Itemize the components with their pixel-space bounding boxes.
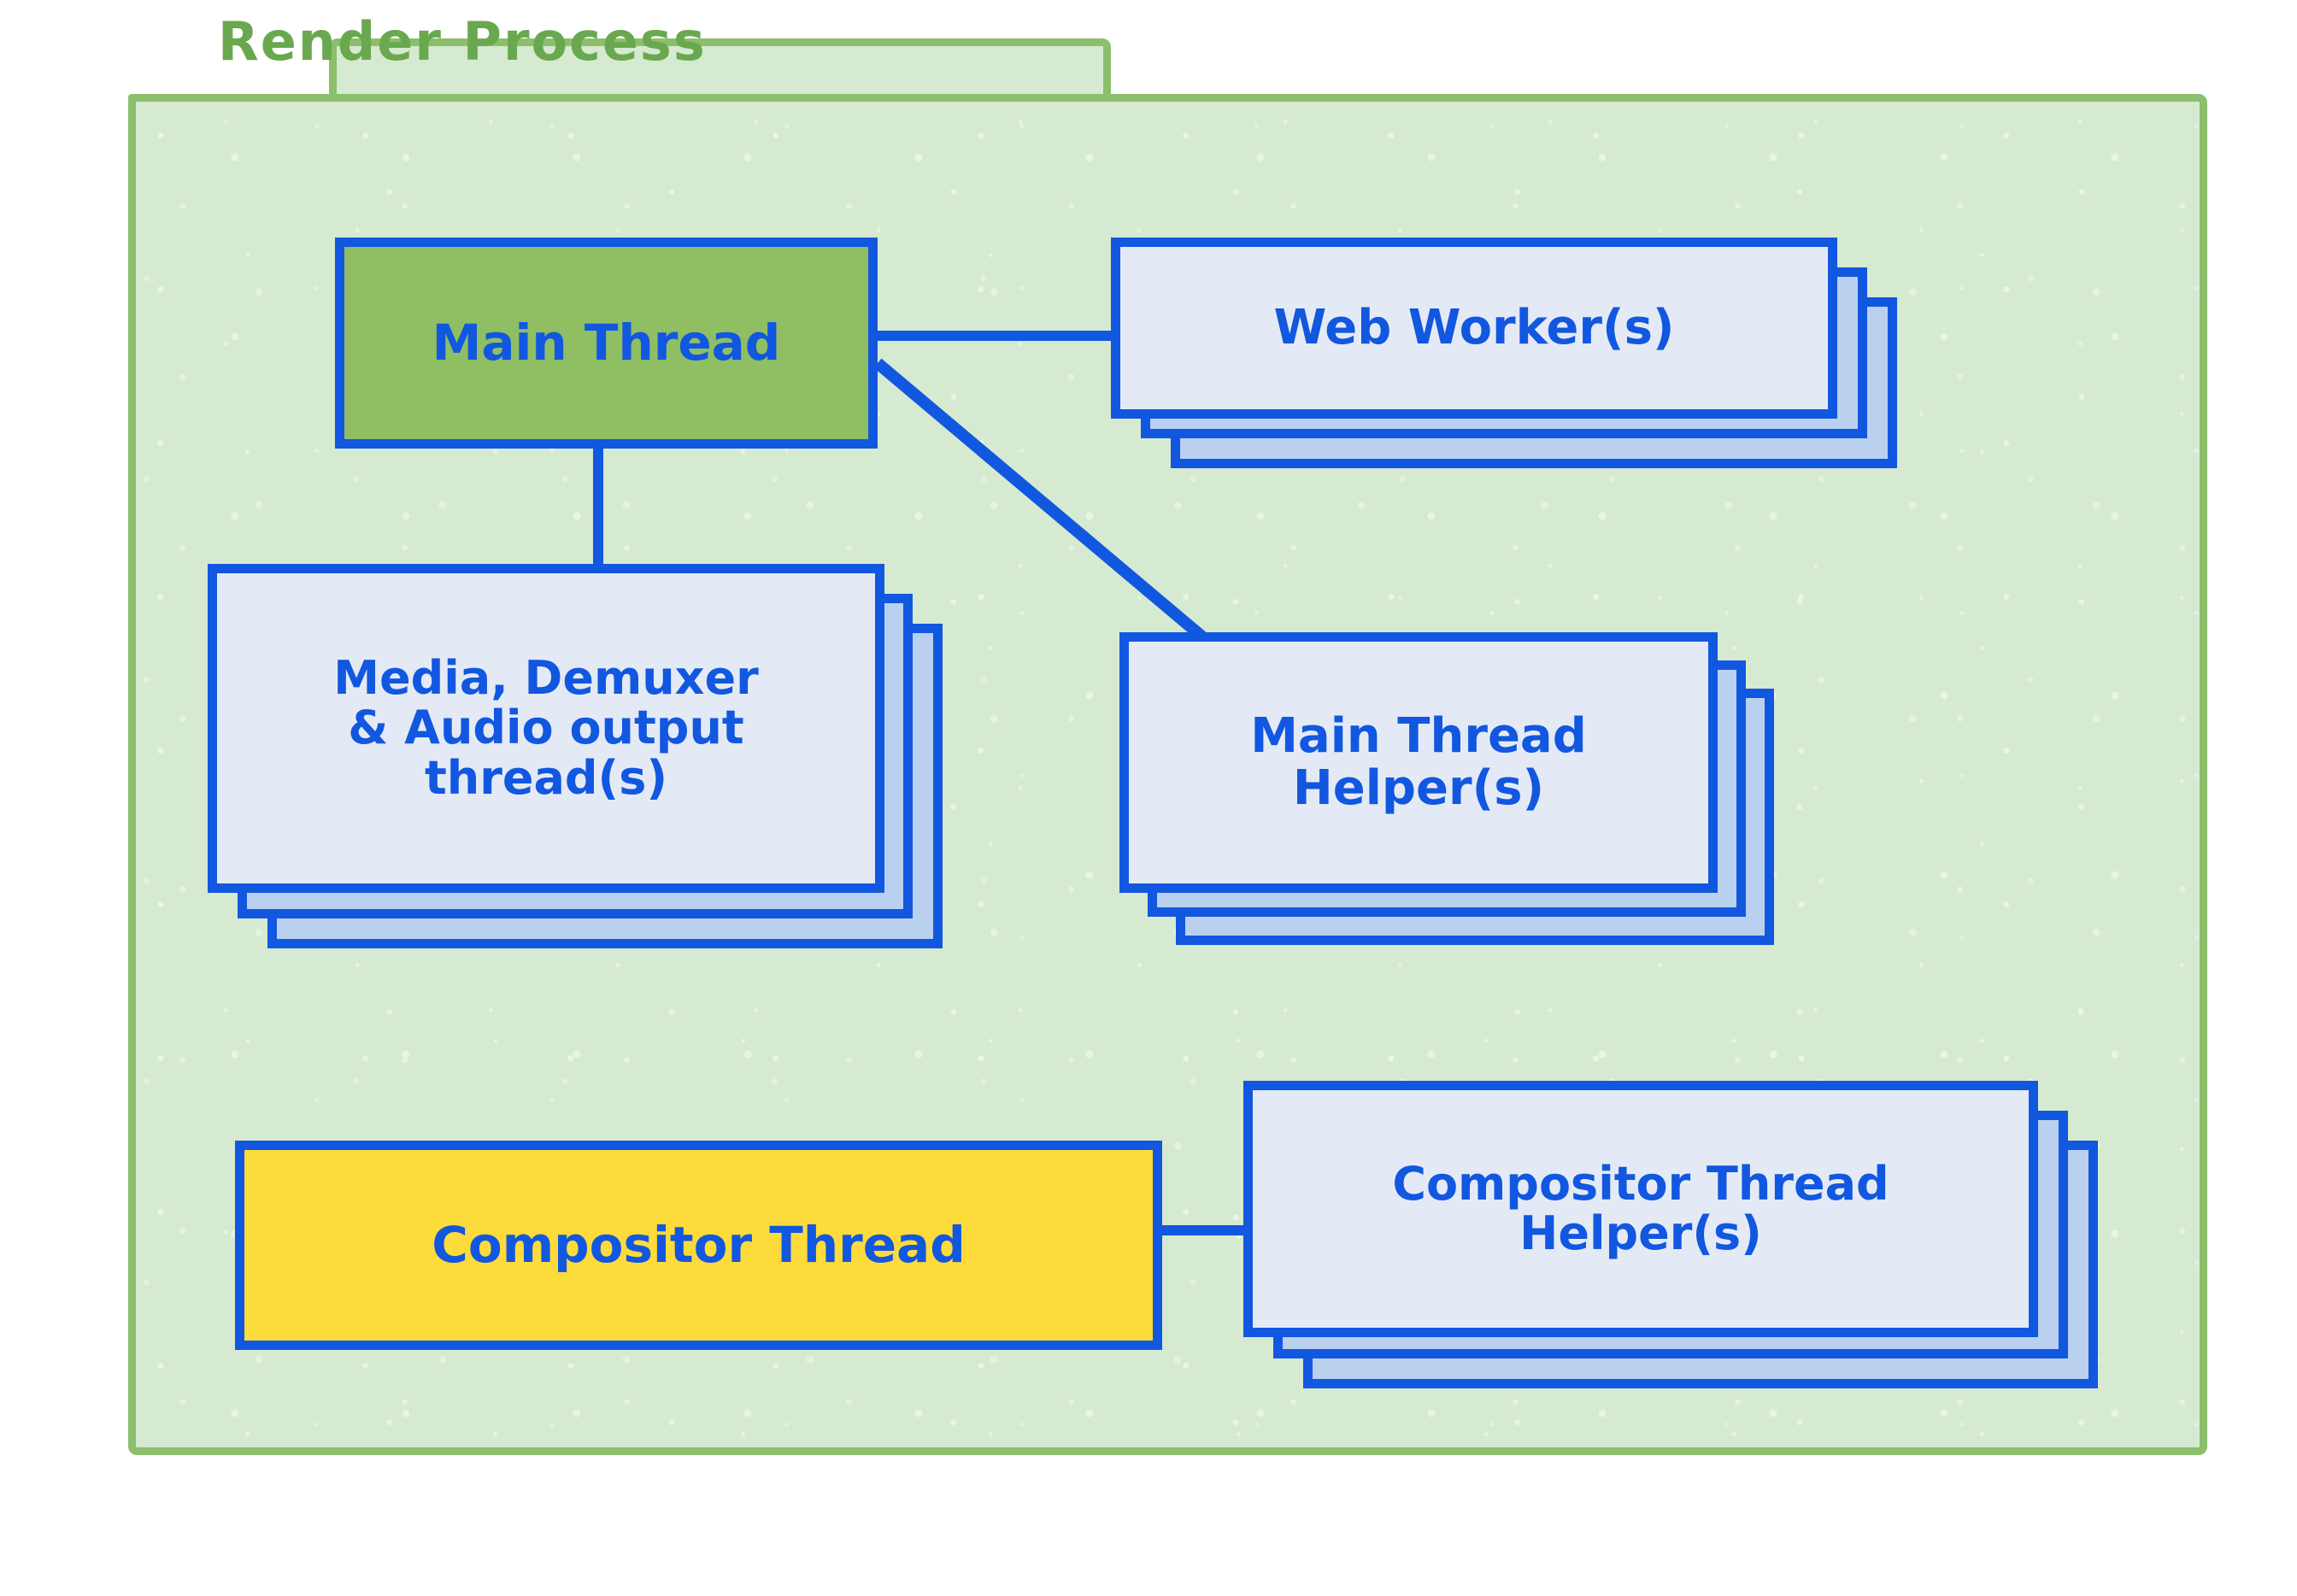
node-main-thread-helpers[interactable]: Main Thread Helper(s) — [1119, 632, 1786, 957]
node-compositor-thread-helpers[interactable]: Compositor Thread Helper(s) — [1243, 1081, 2158, 1440]
node-main-thread[interactable]: Main Thread — [335, 238, 882, 451]
node-compositor-thread[interactable]: Compositor Thread — [235, 1141, 1166, 1354]
main-thread-box: Main Thread — [335, 238, 878, 449]
node-label-media-demuxer-audio: Media, Demuxer & Audio output thread(s) — [333, 651, 759, 805]
render-process-tab — [329, 38, 1111, 100]
stack-sheet-front: Web Worker(s) — [1111, 238, 1837, 419]
node-label-compositor-thread: Compositor Thread — [432, 1216, 966, 1275]
stack-sheet-front: Compositor Thread Helper(s) — [1243, 1081, 2038, 1337]
stack-sheet-front: Media, Demuxer & Audio output thread(s) — [208, 564, 884, 893]
compositor-thread-box: Compositor Thread — [235, 1141, 1162, 1350]
page-title: Render Process — [218, 10, 707, 73]
node-media-demuxer-audio[interactable]: Media, Demuxer & Audio output thread(s) — [208, 564, 960, 957]
node-web-workers[interactable]: Web Worker(s) — [1111, 238, 1897, 485]
node-label-main-thread: Main Thread — [432, 314, 781, 373]
node-label-compositor-thread-helpers: Compositor Thread Helper(s) — [1392, 1156, 1889, 1260]
stack-sheet-front: Main Thread Helper(s) — [1119, 632, 1718, 893]
node-label-main-thread-helpers: Main Thread Helper(s) — [1250, 708, 1587, 816]
node-label-web-workers: Web Worker(s) — [1273, 299, 1675, 355]
